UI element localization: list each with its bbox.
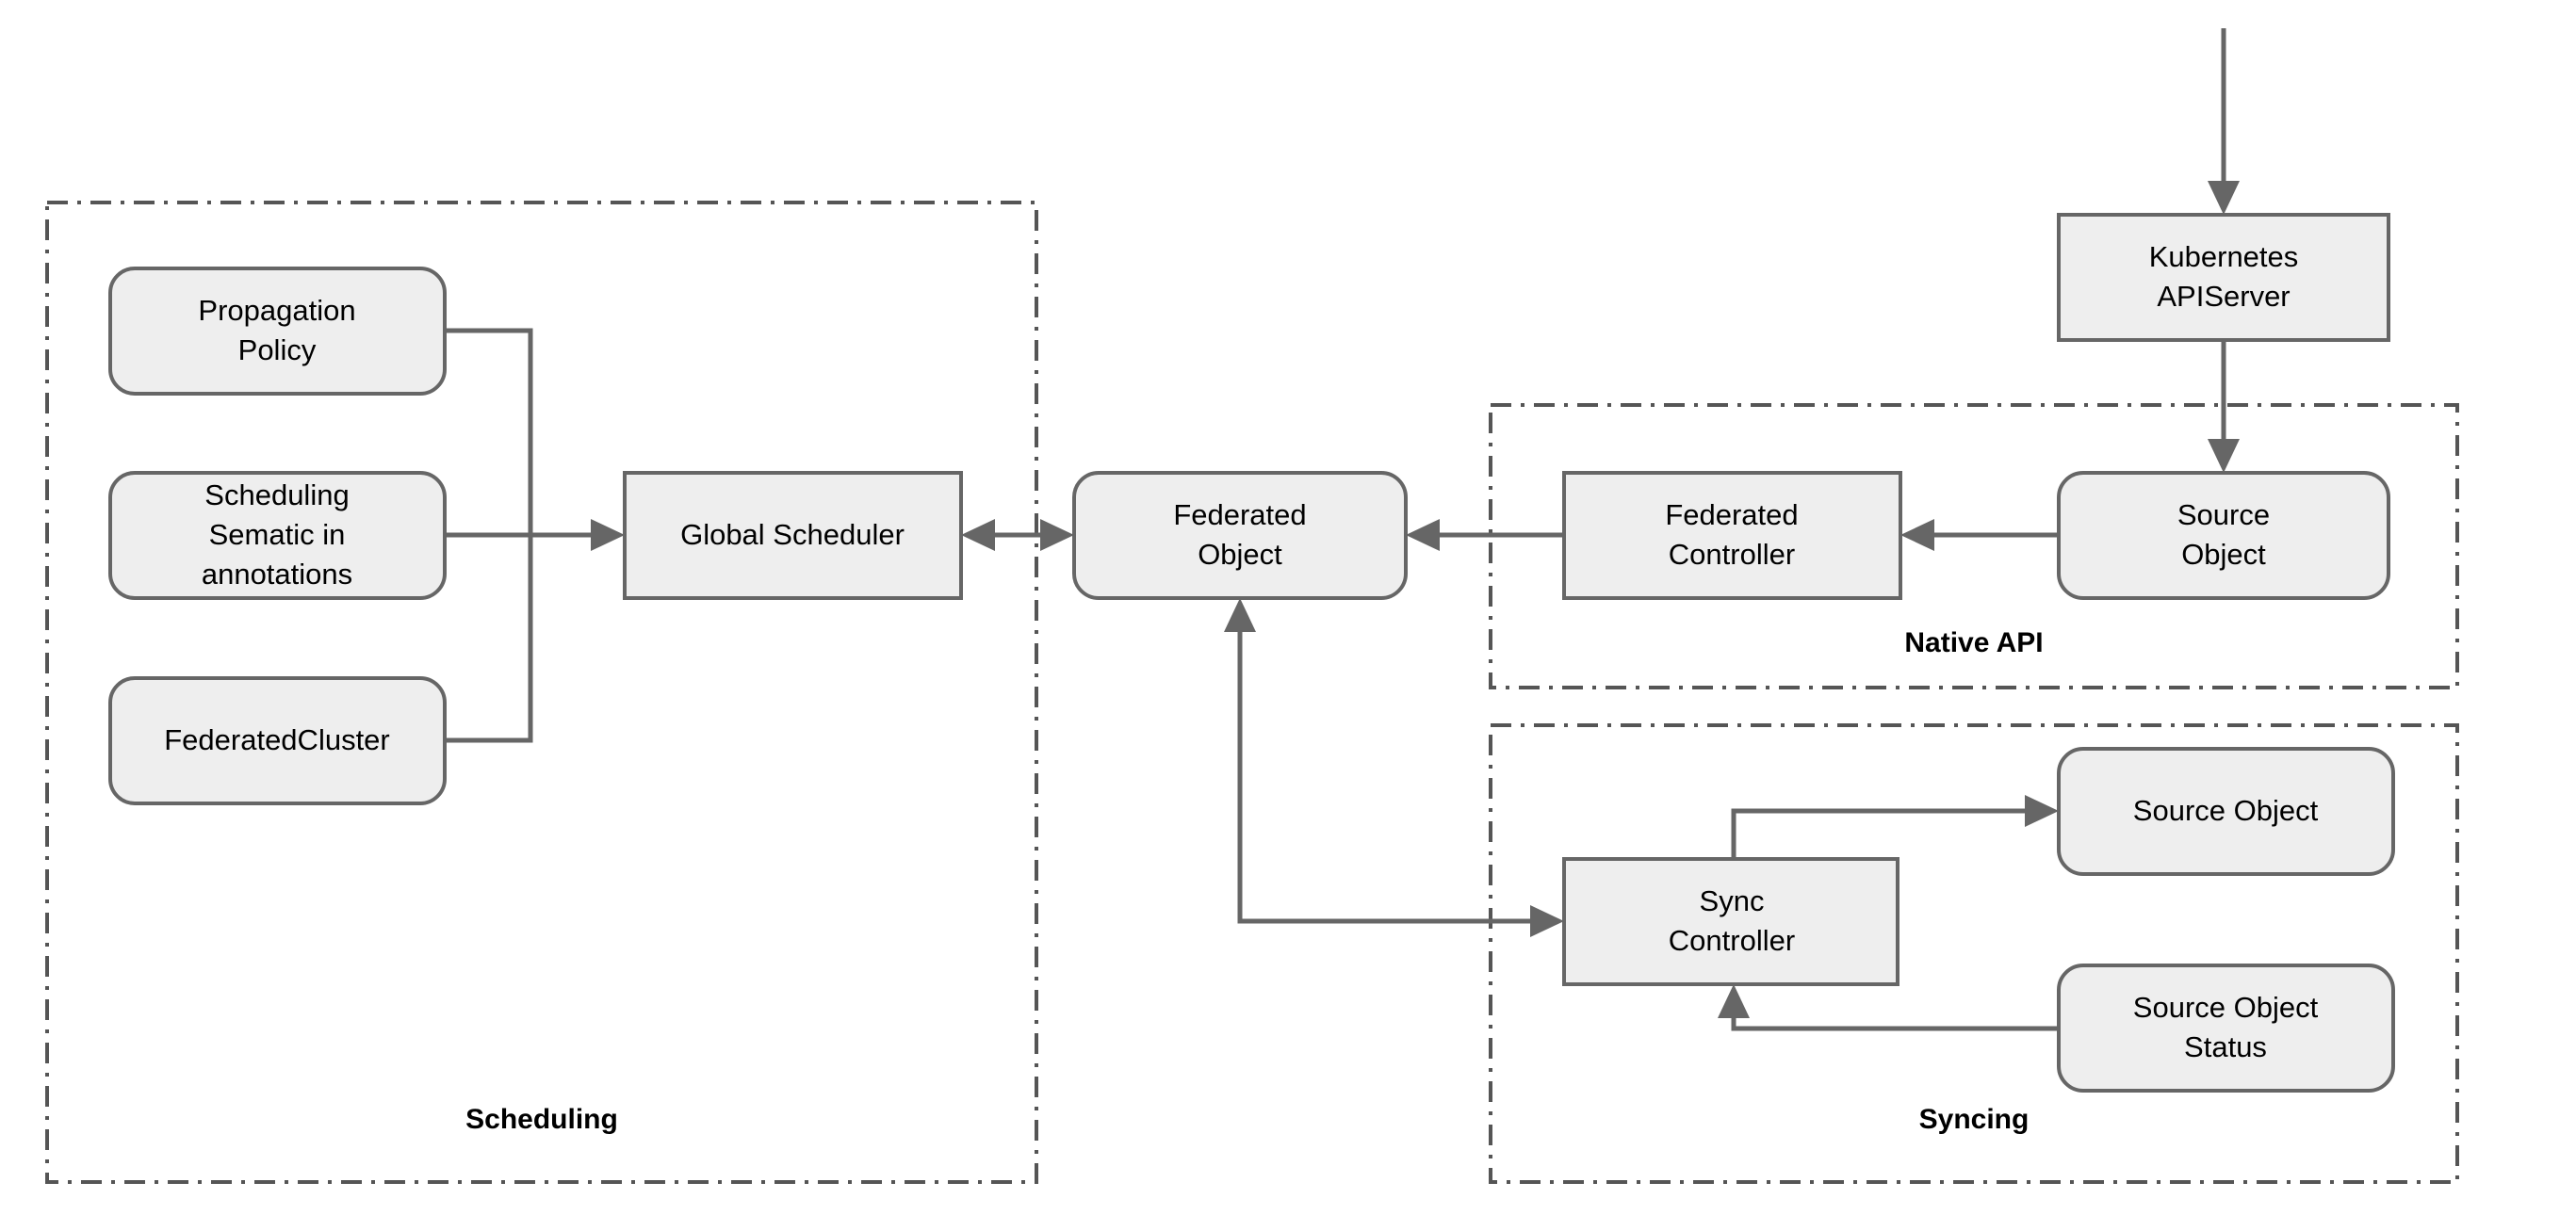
propagation-policy-label-line1: Propagation [198,294,355,327]
edge-semantic-to-scheduler [445,519,625,551]
edge-controller-to-federated-object [1406,519,1564,551]
federated-object-box[interactable] [1072,471,1408,600]
edge-scheduler-federated-object [961,519,1074,551]
scheduling-semantic-box[interactable] [108,471,447,600]
group-syncing-label: Syncing [1919,1104,2030,1135]
sync-controller-label-line1: Sync [1700,884,1765,917]
propagation-policy-label-line2: Policy [238,333,317,366]
edge-propagation-to-scheduler [445,328,533,535]
group-scheduling: Scheduling [45,201,1038,1184]
source-object-native-label-line1: Source [2177,498,2270,531]
federated-cluster-box[interactable] [108,676,447,805]
node-source-object-sync[interactable]: Source Object [2057,747,2395,876]
edge-apiserver-to-source [2208,340,2240,473]
sync-controller-label-line2: Controller [1669,924,1795,957]
global-scheduler-label: Global Scheduler [680,518,905,551]
edge-sync-source-path [1731,808,2042,859]
source-object-status-box[interactable] [2057,964,2395,1093]
source-object-native-box[interactable] [2057,471,2390,600]
edge-ingress-to-apiserver [2208,28,2240,215]
group-syncing-border [1489,723,2459,1184]
group-native-api: Native API [1489,403,2459,689]
arrowhead-to-sync-controller [1530,905,1564,937]
edge-cluster-to-scheduler [445,535,533,743]
arrowhead-to-federated-object-bottom [1224,598,1256,632]
arrowhead-semantic-to-scheduler [591,519,625,551]
arrowhead-to-federated-object-right [1406,519,1440,551]
arrowhead-to-federated-object-left [1040,519,1074,551]
federated-object-label-line1: Federated [1173,498,1306,531]
kubernetes-apiserver-box[interactable] [2057,213,2390,342]
node-federated-object[interactable]: Federated Object [1072,471,1408,600]
edge-source-to-controller [1900,519,2059,551]
source-object-status-label-line2: Status [2184,1030,2267,1063]
arrowhead-to-federated-controller [1900,519,1934,551]
arrowhead-to-source-object-sync [2025,795,2059,827]
group-syncing: Syncing [1489,723,2459,1184]
node-propagation-policy[interactable]: Propagation Policy [108,267,447,396]
arrowhead-to-global-scheduler [961,519,995,551]
edge-propagation-path [445,328,533,535]
source-object-sync-box[interactable] [2057,747,2395,876]
propagation-policy-box[interactable] [108,267,447,396]
node-federated-controller[interactable]: Federated Controller [1562,471,1902,600]
scheduling-semantic-label-line3: annotations [202,558,352,591]
source-object-native-label-line2: Object [2181,538,2266,571]
federated-object-label-line2: Object [1198,538,1282,571]
group-native-api-border [1489,403,2459,689]
global-scheduler-box[interactable] [623,471,963,600]
arrowhead-to-source-object-native [2208,439,2240,473]
arrowhead-to-apiserver [2208,181,2240,215]
federated-controller-box[interactable] [1562,471,1902,600]
node-scheduling-semantic[interactable]: Scheduling Sematic in annotations [108,471,447,600]
sync-controller-box[interactable] [1562,857,1899,986]
group-scheduling-border [45,201,1038,1184]
edge-fedobj-sync-path [1237,615,1547,924]
federated-controller-label-line2: Controller [1669,538,1795,571]
node-kubernetes-apiserver[interactable]: Kubernetes APIServer [2057,213,2390,342]
source-object-sync-label: Source Object [2133,794,2319,827]
edge-status-sync-path [1731,1001,2059,1031]
scheduling-semantic-label-line1: Scheduling [204,478,349,511]
node-sync-controller[interactable]: Sync Controller [1562,857,1899,986]
edge-sync-to-source-object [1731,795,2059,859]
federated-controller-label-line1: Federated [1665,498,1798,531]
edge-status-to-sync [1718,984,2059,1031]
group-scheduling-label: Scheduling [465,1104,618,1135]
federated-cluster-label: FederatedCluster [164,723,390,756]
kubernetes-apiserver-label-line2: APIServer [2157,280,2290,313]
node-global-scheduler[interactable]: Global Scheduler [623,471,963,600]
node-source-object-native[interactable]: Source Object [2057,471,2390,600]
source-object-status-label-line1: Source Object [2133,991,2319,1024]
kubernetes-apiserver-label-line1: Kubernetes [2149,240,2299,273]
node-source-object-status[interactable]: Source Object Status [2057,964,2395,1093]
node-federated-cluster[interactable]: FederatedCluster [108,676,447,805]
edge-cluster-path [445,535,533,743]
group-native-api-label: Native API [1904,627,2043,658]
edge-federated-object-sync-controller [1224,598,1564,937]
scheduling-semantic-label-line2: Sematic in [209,518,346,551]
arrowhead-to-sync-controller-bottom [1718,984,1750,1018]
